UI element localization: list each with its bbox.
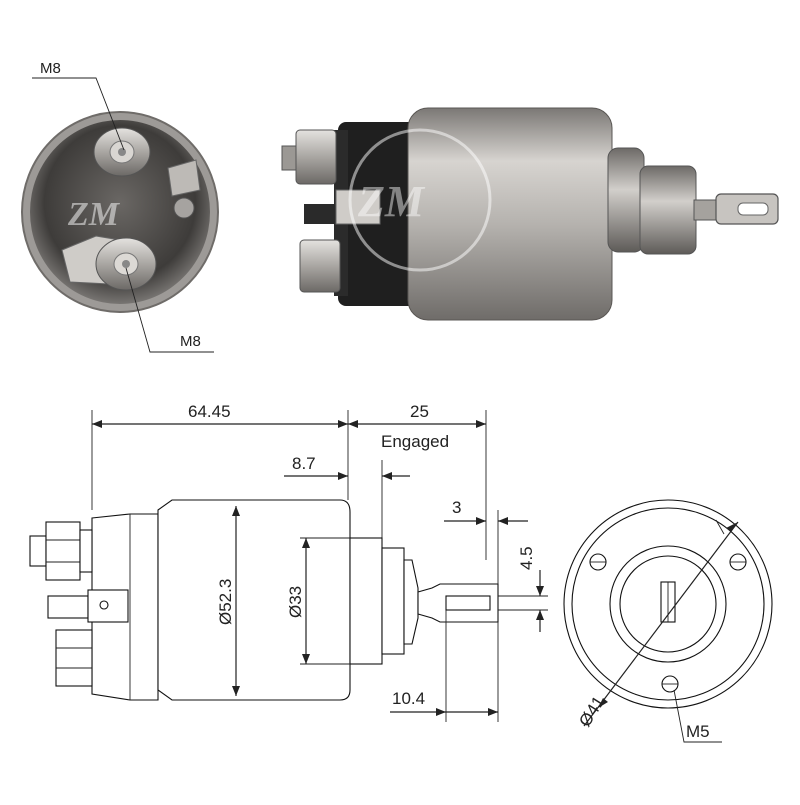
mount-hole-right <box>729 553 747 571</box>
dim-overall-length: 64.45 <box>188 402 231 421</box>
side-terminal <box>167 159 201 219</box>
callout-m8-bottom-label: M8 <box>180 333 201 350</box>
watermark-logo: ZM <box>67 196 121 233</box>
drawing-bottom-stud <box>55 629 93 687</box>
dim-nose-diameter: Ø33 <box>286 586 305 618</box>
drawing-top-stud <box>29 521 93 581</box>
mount-hole-left <box>589 553 607 571</box>
callout-m8-top-label: M8 <box>40 60 61 77</box>
dim-front-step: 8.7 <box>292 454 316 473</box>
dim-body-diameter: Ø52.3 <box>216 579 235 625</box>
watermark-logo-side: ZM <box>357 177 426 226</box>
top-terminal-nut <box>93 127 151 177</box>
bottom-terminal-nut <box>61 235 157 291</box>
dim-mount-hole-thread: M5 <box>686 722 710 741</box>
side-top-stud <box>281 129 337 185</box>
end-view-photo: ZM <box>21 111 219 313</box>
technical-side-view: 64.45 25 Engaged 8.7 <box>29 402 548 722</box>
dim-eye-length: 10.4 <box>392 689 425 708</box>
technical-front-view: Ø41 M5 <box>563 499 773 743</box>
dim-plunger-travel: 25 <box>410 402 429 421</box>
side-bottom-stud <box>299 239 341 293</box>
drawing-middle-terminal <box>47 589 129 623</box>
dim-eye-thickness: 3 <box>452 498 461 517</box>
dim-eye-slot-width: 4.5 <box>517 546 536 570</box>
mount-hole-bottom <box>661 675 679 693</box>
callout-m8-bottom: M8 <box>125 267 214 353</box>
side-middle-terminal <box>304 189 381 225</box>
dim-engaged-label: Engaged <box>381 432 449 451</box>
callout-m8-top: M8 <box>32 60 125 151</box>
side-view-photo: ZM <box>281 107 779 321</box>
